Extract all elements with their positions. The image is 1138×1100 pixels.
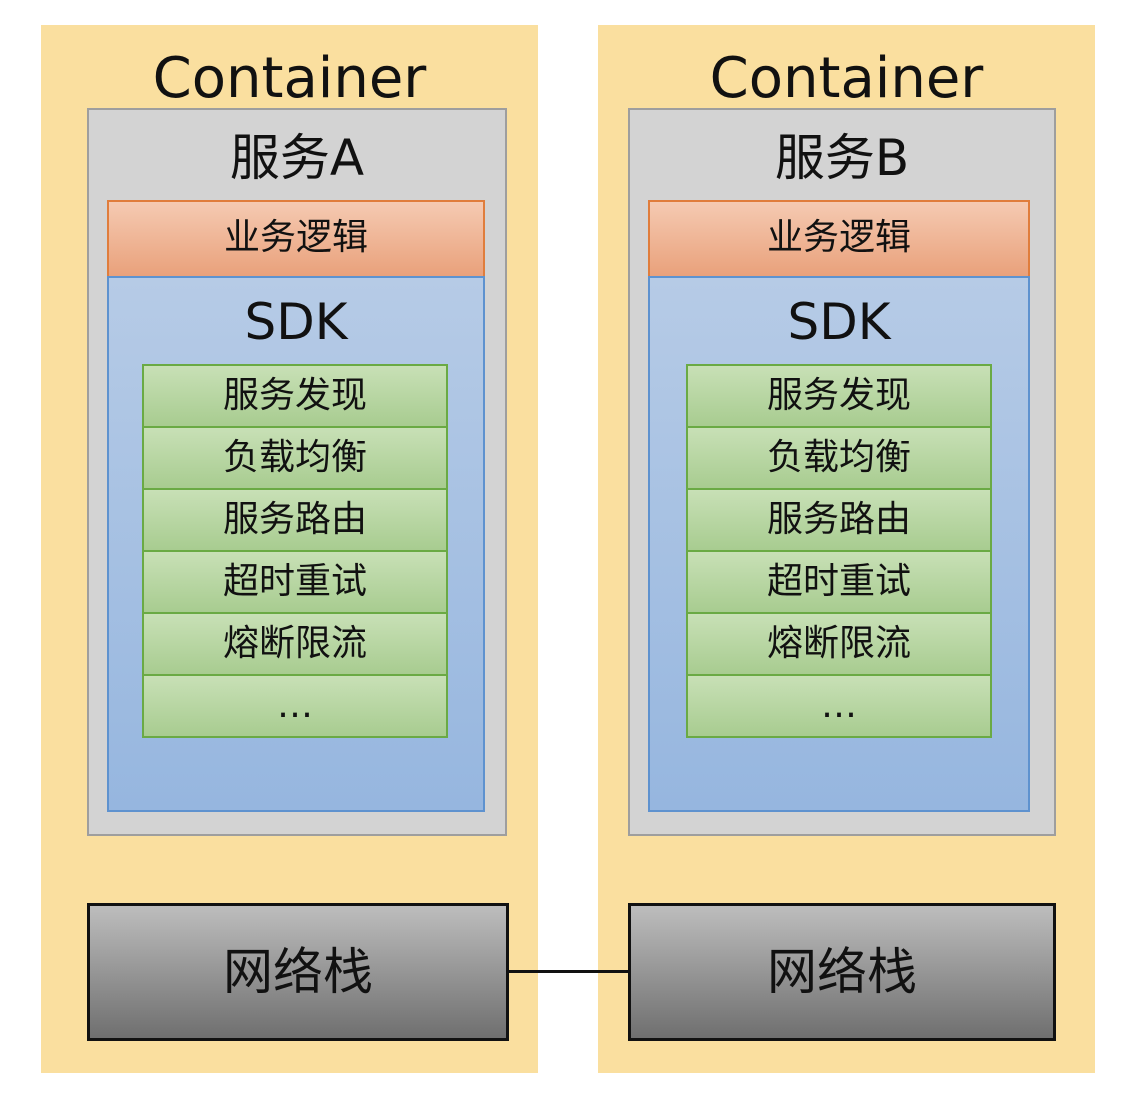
service-title: 服务B (774, 129, 910, 187)
network-stack-box: 网络栈 (87, 903, 509, 1041)
service-title: 服务A (229, 129, 365, 187)
feature-circuit-breaking-rate-limiting: 熔断限流 (686, 612, 992, 676)
service-a-box: 服务A 业务逻辑 SDK 服务发现 负载均衡 服务路由 超时重试 熔断限流 … (87, 108, 507, 836)
feature-load-balancing: 负载均衡 (686, 426, 992, 490)
sdk-box: SDK 服务发现 负载均衡 服务路由 超时重试 熔断限流 … (648, 276, 1030, 812)
sdk-title: SDK (244, 293, 348, 351)
container-a: Container 服务A 业务逻辑 SDK 服务发现 负载均衡 服务路由 超时… (41, 25, 538, 1073)
network-connection-line (508, 970, 630, 973)
container-title: Container (709, 46, 984, 111)
sdk-title: SDK (787, 293, 891, 351)
feature-timeout-retry: 超时重试 (686, 550, 992, 614)
business-logic-box: 业务逻辑 (648, 200, 1030, 278)
feature-load-balancing: 负载均衡 (142, 426, 448, 490)
sdk-feature-list: 服务发现 负载均衡 服务路由 超时重试 熔断限流 … (686, 364, 992, 738)
feature-ellipsis: … (142, 674, 448, 738)
feature-service-discovery: 服务发现 (686, 364, 992, 428)
container-title: Container (152, 46, 427, 111)
feature-service-routing: 服务路由 (686, 488, 992, 552)
feature-timeout-retry: 超时重试 (142, 550, 448, 614)
service-b-box: 服务B 业务逻辑 SDK 服务发现 负载均衡 服务路由 超时重试 熔断限流 … (628, 108, 1056, 836)
feature-circuit-breaking-rate-limiting: 熔断限流 (142, 612, 448, 676)
feature-ellipsis: … (686, 674, 992, 738)
feature-service-routing: 服务路由 (142, 488, 448, 552)
business-logic-box: 业务逻辑 (107, 200, 485, 278)
network-stack-box: 网络栈 (628, 903, 1056, 1041)
feature-service-discovery: 服务发现 (142, 364, 448, 428)
sdk-feature-list: 服务发现 负载均衡 服务路由 超时重试 熔断限流 … (142, 364, 448, 738)
sdk-box: SDK 服务发现 负载均衡 服务路由 超时重试 熔断限流 … (107, 276, 485, 812)
container-b: Container 服务B 业务逻辑 SDK 服务发现 负载均衡 服务路由 超时… (598, 25, 1095, 1073)
